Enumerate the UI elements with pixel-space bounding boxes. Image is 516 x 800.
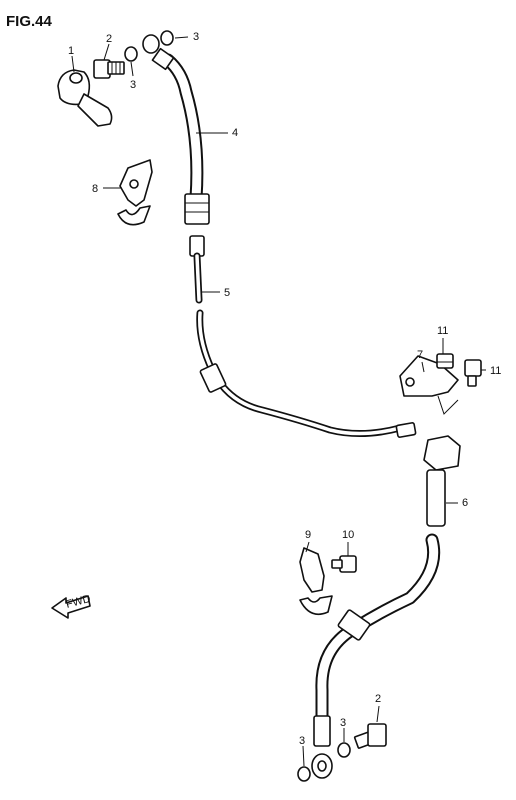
callout-3-bottom-right: 3 xyxy=(340,717,346,729)
clamp-bolt-lower xyxy=(331,555,357,573)
gasket-top-left xyxy=(124,46,138,62)
hose-clamp-right xyxy=(399,355,459,415)
gasket-top-right xyxy=(160,30,174,46)
leader-lines xyxy=(71,36,486,767)
gasket-bottom-right xyxy=(337,742,351,758)
hose-clamp-upper xyxy=(117,159,153,226)
callout-5: 5 xyxy=(224,287,230,299)
callout-2-bottom: 2 xyxy=(375,693,381,705)
brake-pipe xyxy=(189,235,417,438)
callout-9: 9 xyxy=(305,529,311,541)
hose-clamp-lower xyxy=(299,547,333,616)
callout-4: 4 xyxy=(232,127,238,139)
clamp-bolt-right-b xyxy=(464,359,482,387)
callout-8: 8 xyxy=(92,183,98,195)
fwd-direction-arrow: FWD xyxy=(51,593,92,619)
callout-3-bottom-left: 3 xyxy=(299,735,305,747)
callout-2-top: 2 xyxy=(106,33,112,45)
union-bolt-bottom xyxy=(353,723,387,749)
clamp-bolt-right-a xyxy=(436,353,454,369)
gasket-bottom-left xyxy=(297,766,311,782)
callout-10: 10 xyxy=(342,529,354,541)
callout-1: 1 xyxy=(68,45,74,57)
figure-title: FIG.44 xyxy=(6,13,53,30)
callout-3-top-right: 3 xyxy=(193,31,199,43)
callout-3-top-left: 3 xyxy=(130,79,136,91)
callout-11-a: 11 xyxy=(437,325,448,337)
callout-6: 6 xyxy=(462,497,468,509)
lower-brake-hose xyxy=(311,435,461,779)
union-bolt-top xyxy=(93,59,125,79)
banjo-fitting xyxy=(57,69,113,127)
callout-7: 7 xyxy=(417,349,423,361)
callout-11-b: 11 xyxy=(490,365,501,377)
upper-brake-hose xyxy=(142,34,210,225)
